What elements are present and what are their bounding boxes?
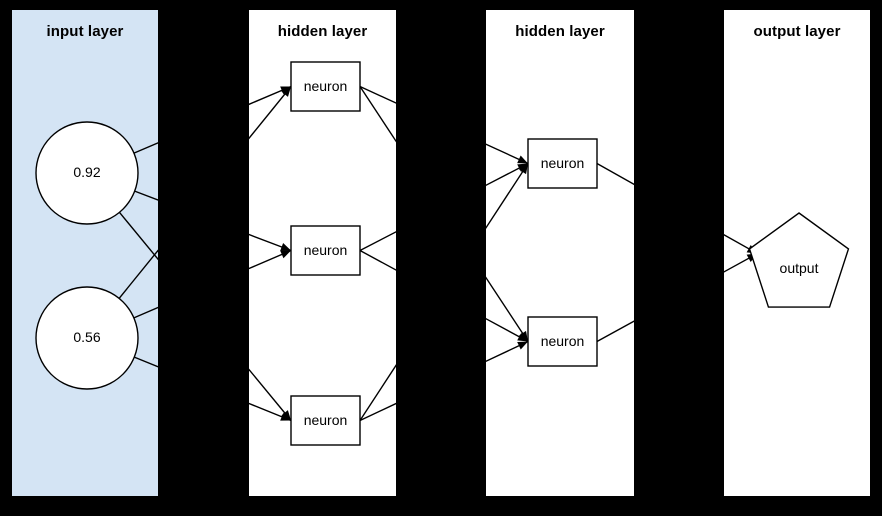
edge — [486, 317, 529, 343]
layer-title-input-layer: input layer — [46, 23, 124, 40]
node-shape-input-node-1[interactable] — [35, 121, 139, 225]
edge — [486, 163, 529, 230]
edge — [133, 306, 158, 319]
edge — [249, 249, 292, 270]
edge — [724, 234, 758, 255]
node-shape-output-node-1[interactable] — [748, 212, 850, 308]
edge — [359, 85, 396, 104]
edge — [133, 142, 158, 154]
edge — [486, 276, 529, 342]
edge — [134, 356, 158, 368]
node-shape-hidden1-node-1[interactable] — [290, 61, 361, 112]
edges-and-nodes-input-layer — [35, 121, 158, 390]
edge — [118, 249, 158, 299]
node-shape-hidden2-node-2[interactable] — [527, 316, 598, 367]
edge — [118, 211, 158, 261]
edge — [359, 402, 396, 422]
edge — [359, 364, 396, 421]
edge — [249, 368, 292, 421]
layer-title-hidden-layer-1: hidden layer — [277, 23, 368, 40]
layer-title-hidden-layer-2: hidden layer — [515, 23, 605, 40]
layer-title-output-layer: output layer — [753, 23, 841, 40]
edge — [596, 162, 634, 186]
edge — [486, 340, 529, 363]
node-shape-hidden2-node-1[interactable] — [527, 138, 598, 189]
node-shape-hidden1-node-2[interactable] — [290, 225, 361, 276]
edges-and-nodes-hidden-layer-1 — [249, 61, 396, 446]
edge — [486, 143, 529, 165]
edge — [359, 86, 396, 143]
edge — [596, 320, 634, 343]
edges-and-nodes-hidden-layer-2 — [486, 138, 634, 367]
edge — [249, 233, 292, 252]
node-shape-input-node-2[interactable] — [35, 286, 139, 390]
edge — [486, 162, 529, 187]
edge — [724, 252, 758, 273]
edge — [134, 190, 158, 201]
edge — [249, 85, 292, 106]
edges-and-nodes-output-layer — [724, 212, 850, 308]
edge — [359, 249, 396, 271]
edge — [249, 402, 292, 422]
edge — [249, 86, 292, 140]
node-shape-hidden1-node-3[interactable] — [290, 395, 361, 446]
edge — [359, 231, 396, 252]
